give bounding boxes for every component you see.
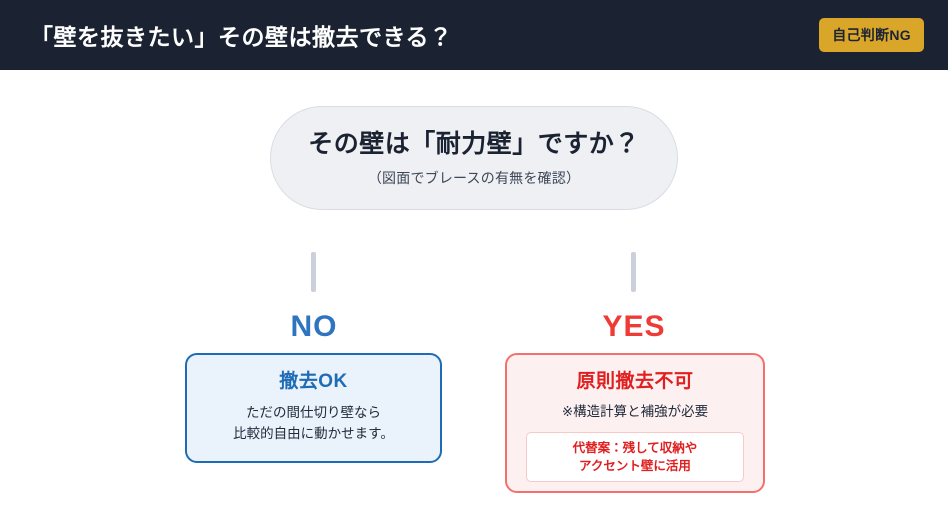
result-card-no: 撤去OK ただの間仕切り壁なら 比較的自由に動かせます。 xyxy=(185,353,442,463)
result-card-yes-body-line1: ※構造計算と補強が必要 xyxy=(561,403,709,419)
alternative-suggestion-box: 代替案：残して収納や アクセント壁に活用 xyxy=(526,431,744,482)
alternative-suggestion-line2: アクセント壁に活用 xyxy=(579,458,691,473)
flowchart-canvas: その壁は「耐力壁」ですか？ （図面でブレースの有無を確認） NO YES 撤去O… xyxy=(0,70,948,529)
result-card-no-body-line1: ただの間仕切り壁なら xyxy=(246,404,381,420)
result-card-yes: 原則撤去不可 ※構造計算と補強が必要 代替案：残して収納や アクセント壁に活用 xyxy=(505,353,765,493)
page-header: 「壁を抜きたい」その壁は撤去できる？ 自己判断NG xyxy=(0,0,948,70)
connector-line-yes xyxy=(631,252,636,292)
branch-label-no: NO xyxy=(290,310,338,343)
connector-line-no xyxy=(311,252,316,292)
alternative-suggestion-line1: 代替案：残して収納や xyxy=(572,440,698,455)
question-subtitle: （図面でブレースの有無を確認） xyxy=(367,169,581,186)
result-card-no-body: ただの間仕切り壁なら 比較的自由に動かせます。 xyxy=(233,403,394,445)
status-badge: 自己判断NG xyxy=(819,18,924,52)
branch-label-yes: YES xyxy=(602,310,666,343)
result-card-yes-title: 原則撤去不可 xyxy=(576,371,694,392)
result-card-yes-body: ※構造計算と補強が必要 xyxy=(562,402,708,423)
result-card-no-body-line2: 比較的自由に動かせます。 xyxy=(233,425,394,441)
question-node: その壁は「耐力壁」ですか？ （図面でブレースの有無を確認） xyxy=(270,106,678,210)
result-card-no-title: 撤去OK xyxy=(279,371,348,392)
page-title: 「壁を抜きたい」その壁は撤去できる？ xyxy=(30,24,453,50)
question-title: その壁は「耐力壁」ですか？ xyxy=(308,129,640,158)
